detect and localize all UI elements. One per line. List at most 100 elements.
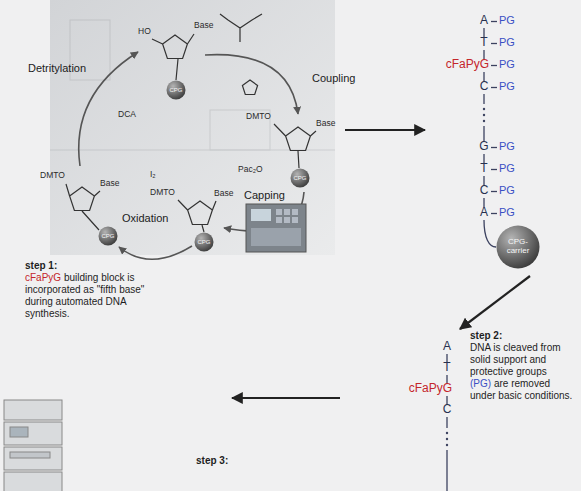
protecting-group: PG [499, 140, 515, 153]
step-arrow [460, 276, 530, 329]
sphere-fill [99, 227, 118, 246]
node-label: CPG [169, 87, 182, 94]
hplc-machine [4, 400, 62, 491]
photo-shape [210, 110, 270, 150]
hplc-module [4, 422, 62, 445]
base-letter: cFaPyG [429, 58, 489, 72]
strand-bond [491, 147, 497, 148]
chem-group: Base [316, 119, 335, 129]
protecting-group: PG [499, 162, 515, 175]
base-letter: C [439, 403, 455, 417]
reagent-label: Pac₂O [238, 165, 263, 175]
chem-group: DMTO [246, 112, 271, 122]
cpg-sphere: CPG [194, 232, 214, 252]
ellipsis-dot [483, 120, 485, 122]
linker-bond [484, 220, 496, 247]
chem-group: DMTO [150, 188, 175, 198]
sugar-ring [70, 187, 95, 211]
step-heading: step 2: [470, 330, 576, 342]
step-arrow [345, 129, 425, 131]
strand-bonds [447, 22, 497, 491]
chem-group: DMTO [40, 171, 65, 181]
strand-bond [483, 94, 484, 104]
step-heading: step 1: [25, 260, 145, 272]
node-label: CPG [101, 233, 114, 240]
sugar-ring [188, 201, 213, 225]
chem-group: HO [138, 27, 151, 37]
hplc-module [4, 400, 62, 420]
protecting-group: PG [499, 184, 515, 197]
protecting-group: PG [499, 36, 515, 49]
ellipsis-dot [446, 438, 448, 440]
base-letter: T [476, 162, 492, 176]
plate-wells [251, 209, 301, 246]
step-name: Oxidation [122, 212, 168, 225]
strand-bond [483, 126, 484, 141]
strand-bond [491, 43, 497, 44]
base-letter: T [476, 36, 492, 50]
chem-group: Base [100, 179, 119, 189]
base-letter: A [476, 14, 492, 28]
base-letter: A [476, 206, 492, 220]
synthesizer-body [246, 204, 306, 252]
ellipsis-dot [446, 444, 448, 446]
step-text: cFaPyG [25, 272, 61, 283]
step-name: Coupling [312, 72, 355, 85]
step-text: DNA is cleaved from solid support and pr… [470, 342, 576, 378]
bond [66, 184, 100, 230]
cycle-arrows [79, 52, 304, 259]
lab-photo-ground [50, 0, 335, 255]
base-letter: A [439, 340, 455, 354]
synthesizer-photo [246, 204, 306, 252]
reagent-label: DCA [118, 110, 136, 120]
cycle-arrow [205, 55, 298, 114]
strand-bond [446, 417, 447, 428]
ellipsis-dot [446, 432, 448, 434]
hplc-panel [10, 452, 50, 458]
cpg-sphere: CPG [98, 226, 118, 246]
ellipsis-dot [483, 114, 485, 116]
bond [178, 200, 216, 232]
base-letter: C [476, 80, 492, 94]
protecting-group: PG [499, 80, 515, 93]
hplc-module [4, 472, 62, 491]
protecting-group: PG [499, 206, 515, 219]
protecting-group: PG [499, 58, 515, 71]
sphere-fill [195, 233, 214, 252]
sugar-ring [286, 127, 311, 151]
nucleoside-structures [66, 14, 316, 232]
cpg-carrier-sphere: CPG-carrier [496, 225, 540, 269]
bond [152, 34, 194, 80]
strand-bond [491, 65, 497, 66]
chem-group: Base [194, 21, 213, 31]
node-label: CPG [197, 239, 210, 246]
tetrazole-ring [242, 80, 257, 95]
step-description: step 2:DNA is cleaved from solid support… [470, 330, 576, 402]
step-name: Capping [244, 189, 285, 202]
lab-photo-detail [50, 20, 335, 150]
strand-bond [491, 213, 497, 214]
cpg-sphere: CPG [166, 80, 186, 100]
base-letter: G [476, 140, 492, 154]
phosphoramidite [220, 14, 262, 42]
step-arrow [232, 397, 340, 399]
strand-bond [491, 191, 497, 192]
ellipsis-dot [483, 108, 485, 110]
base-letter: C [476, 184, 492, 198]
bond [274, 124, 316, 168]
base-letter: cFaPyG [392, 382, 452, 396]
node-label: CPG [293, 175, 306, 182]
strand-bond [491, 87, 497, 88]
cpg-sphere: CPG [290, 168, 310, 188]
step-heading: step 3: [196, 455, 228, 467]
sphere-fill [291, 169, 310, 188]
hplc-module [4, 447, 62, 470]
protecting-group: PG [499, 14, 515, 27]
step-text: (PG) [470, 378, 491, 389]
step-description: step 1:cFaPyGbuilding block is incorpora… [25, 260, 145, 320]
sphere-fill [167, 81, 186, 100]
node-label: CPG-carrier [502, 238, 535, 256]
sugar-ring [163, 35, 188, 59]
